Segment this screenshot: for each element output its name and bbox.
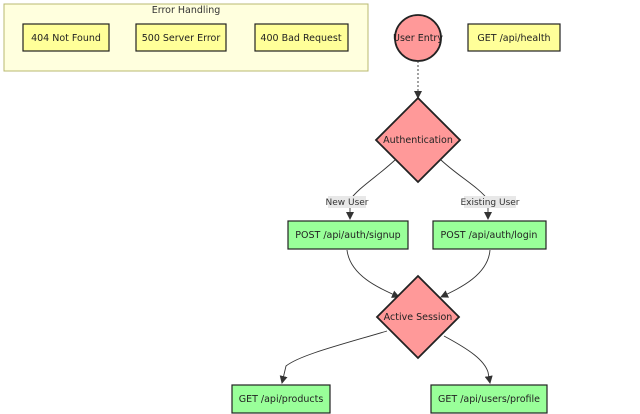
edge-label-new-user-text: New User: [325, 198, 368, 208]
node-active-session-label: Active Session: [384, 312, 453, 323]
node-500-server-error[interactable]: 500 Server Error: [135, 23, 227, 52]
node-products-label: GET /api/products: [239, 394, 324, 405]
node-health-label: GET /api/health: [477, 33, 550, 44]
node-login-label: POST /api/auth/login: [441, 230, 538, 241]
error-handling-title: Error Handling: [152, 5, 221, 16]
node-get-api-users-profile[interactable]: GET /api/users/profile: [430, 384, 548, 414]
node-authentication-label: Authentication: [383, 135, 453, 146]
node-404-not-found[interactable]: 404 Not Found: [22, 23, 110, 52]
node-user-entry[interactable]: User Entry: [393, 14, 443, 62]
node-profile-label: GET /api/users/profile: [438, 394, 540, 405]
edge-authentication-to-login: [440, 159, 492, 220]
edge-label-existing-user-text: Existing User: [460, 198, 519, 208]
node-signup-label: POST /api/auth/signup: [295, 230, 400, 241]
node-get-api-products[interactable]: GET /api/products: [231, 384, 331, 414]
node-404-label: 404 Not Found: [31, 33, 101, 44]
edge-active-session-to-profile: [443, 335, 493, 384]
edge-active-session-to-products: [279, 330, 388, 384]
node-500-label: 500 Server Error: [142, 33, 221, 44]
node-get-api-health[interactable]: GET /api/health: [467, 23, 561, 52]
node-post-auth-signup[interactable]: POST /api/auth/signup: [287, 220, 409, 250]
node-400-label: 400 Bad Request: [260, 33, 341, 44]
node-active-session[interactable]: Active Session: [375, 274, 461, 360]
edge-login-to-active-session: [440, 249, 491, 298]
error-handling-group: Error Handling 404 Not Found 500 Server …: [3, 3, 369, 72]
edge-signup-to-active-session: [346, 249, 400, 298]
edge-label-existing-user: Existing User: [460, 196, 520, 208]
node-post-auth-login[interactable]: POST /api/auth/login: [432, 220, 547, 250]
node-400-bad-request[interactable]: 400 Bad Request: [254, 23, 349, 52]
edge-label-new-user: New User: [325, 196, 369, 208]
node-user-entry-label: User Entry: [393, 33, 443, 44]
edge-authentication-to-signup: [346, 159, 396, 220]
node-authentication[interactable]: Authentication: [374, 96, 462, 184]
